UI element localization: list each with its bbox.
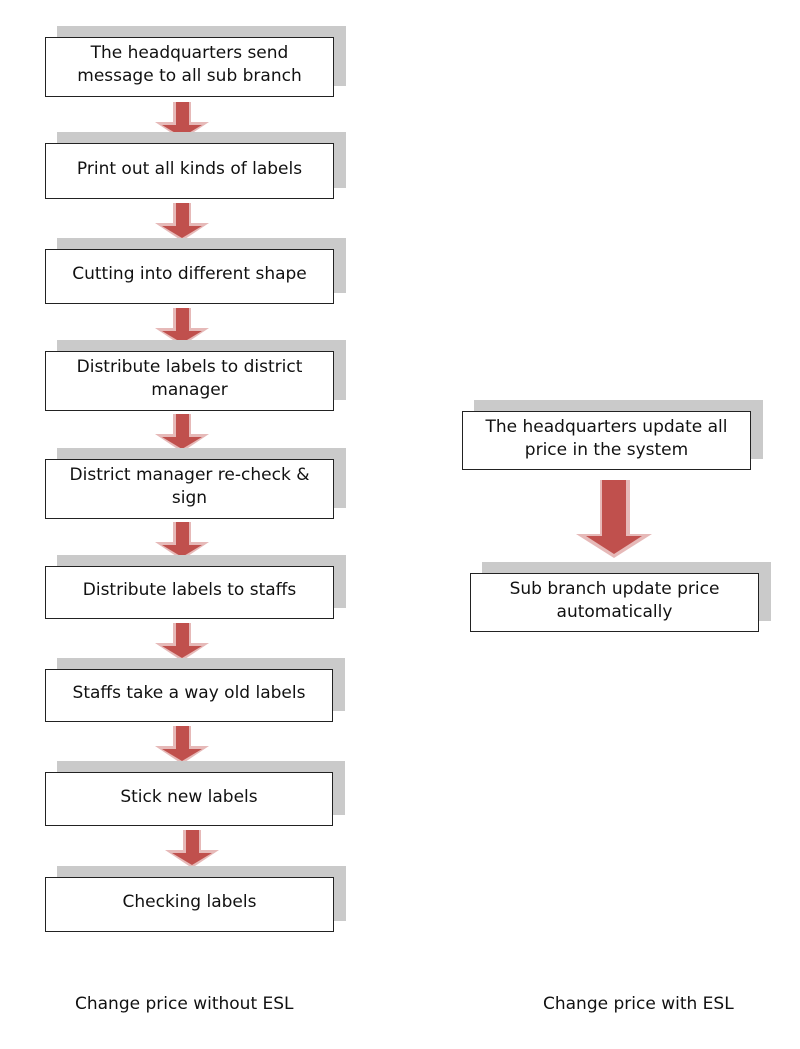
left-step-6-label: Distribute labels to staffs [82,580,297,600]
left-flow-caption: Change price without ESL [75,994,294,1014]
left-arrow-6 [155,623,209,661]
left-arrow-2 [155,203,209,241]
left-arrow-3 [155,308,209,346]
left-step-9: Checking labels [45,877,334,932]
right-flow-caption: Change price with ESL [543,994,734,1014]
left-step-4: Distribute labels to district manager [45,351,334,411]
right-step-2: Sub branch update price automatically [470,573,759,632]
left-step-2-label: Print out all kinds of labels [76,158,303,179]
right-step-2-label: Sub branch update price automatically [509,578,720,622]
left-step-1: The headquarters send message to all sub… [45,37,334,97]
left-step-1-label: The headquarters send message to all sub… [77,43,302,86]
left-step-4-label: Distribute labels to district manager [76,357,303,400]
left-step-8-label: Stick new labels [120,786,258,807]
right-arrow-1 [576,480,652,558]
left-step-8: Stick new labels [45,772,333,826]
left-arrow-8 [165,830,219,868]
left-step-7-label: Staffs take a way old labels [72,683,306,703]
left-step-9-label: Checking labels [122,892,257,912]
left-step-3: Cutting into different shape [45,249,334,304]
left-step-5: District manager re-check & sign [45,459,334,519]
left-step-6: Distribute labels to staffs [45,566,334,619]
right-step-1: The headquarters update all price in the… [462,411,751,470]
left-arrow-4 [155,414,209,452]
left-step-3-label: Cutting into different shape [72,264,307,284]
left-arrow-5 [155,522,209,560]
left-arrow-1 [155,102,209,140]
left-step-7: Staffs take a way old labels [45,669,333,722]
right-step-1-label: The headquarters update all price in the… [485,416,728,460]
left-arrow-7 [155,726,209,764]
left-step-5-label: District manager re-check & sign [69,465,310,508]
left-step-2: Print out all kinds of labels [45,143,334,199]
